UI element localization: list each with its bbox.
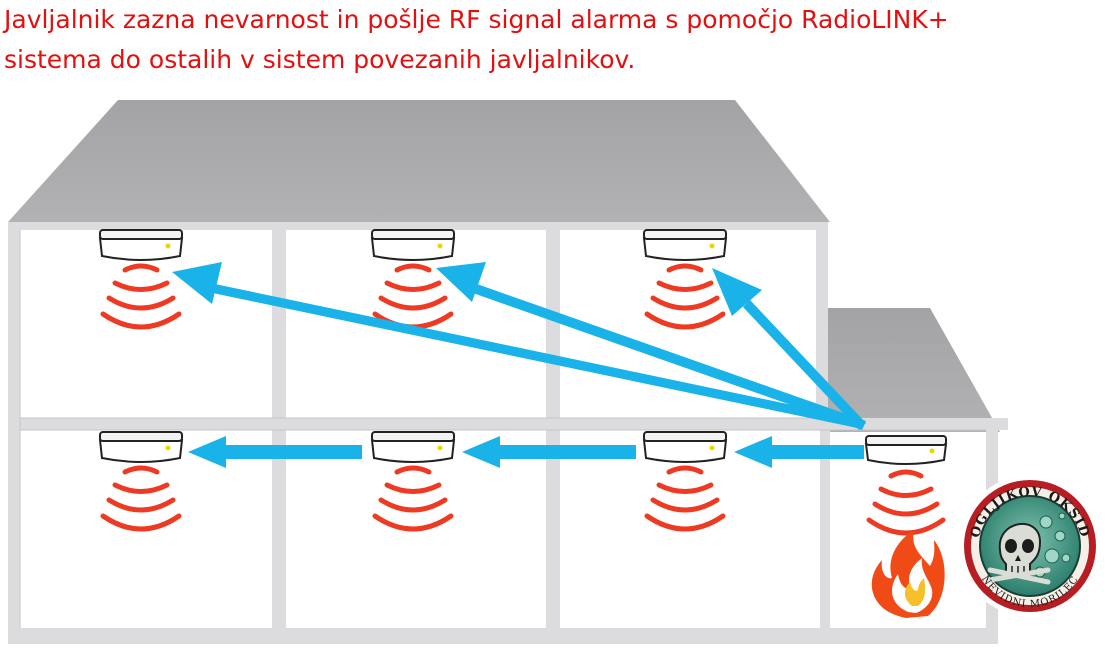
smoke-detector-icon — [642, 229, 728, 261]
alarm-wave-icon — [866, 469, 946, 536]
smoke-detector-icon — [98, 229, 184, 261]
smoke-detector-icon — [864, 435, 948, 465]
radio-arrow-icon — [436, 262, 866, 430]
caption-line-2: sistema do ostalih v sistem povezanih ja… — [4, 45, 636, 74]
fire-icon — [871, 530, 945, 618]
alarm-wave-icon — [372, 263, 454, 330]
alarm-wave-icon — [100, 465, 182, 532]
co-badge: OGLJIKOV OKSID NEVIDNI MORILEC — [959, 475, 1101, 617]
smoke-detector-icon — [98, 431, 184, 463]
alarm-wave-icon — [644, 263, 726, 330]
alarm-wave-icon — [644, 465, 726, 532]
caption-line-1: Javljalnik zazna nevarnost in pošlje RF … — [4, 5, 949, 34]
smoke-detector-icon — [642, 431, 728, 463]
main-roof — [8, 100, 830, 222]
alarm-wave-icon — [372, 465, 454, 532]
caption: Javljalnik zazna nevarnost in pošlje RF … — [4, 0, 1104, 80]
smoke-detector-icon — [370, 431, 456, 463]
radio-arrow-icon — [172, 262, 864, 429]
radio-arrow-icon — [712, 268, 866, 430]
skull-icon — [987, 522, 1051, 585]
smoke-detector-icon — [370, 229, 456, 261]
alarm-wave-icon — [100, 263, 182, 330]
radio-arrow-icon — [462, 436, 636, 468]
radio-arrow-icon — [188, 436, 362, 468]
radio-arrow-icon — [734, 436, 864, 468]
annex-roof — [820, 308, 1000, 432]
